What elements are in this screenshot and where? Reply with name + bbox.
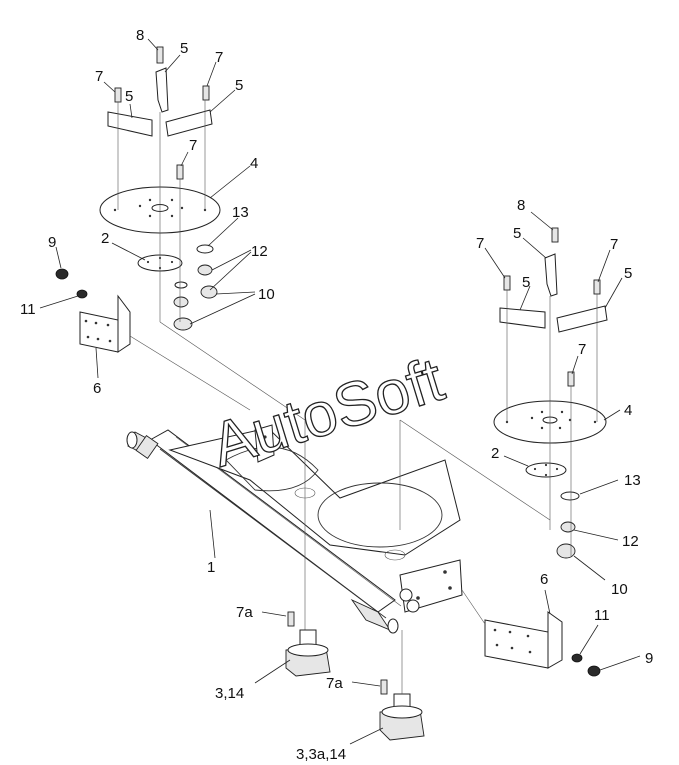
- hub-assemblies: [285, 611, 425, 741]
- callout-6-right: 6: [540, 571, 548, 588]
- callout-2-left: 2: [101, 230, 109, 247]
- callout-7-left-c: 7: [189, 137, 197, 154]
- callout-11-left: 11: [20, 301, 36, 318]
- callout-4-left: 4: [250, 155, 258, 172]
- callout-3-14: 3,14: [215, 685, 244, 702]
- callout-9-right: 9: [645, 650, 653, 667]
- callout-5-right-a: 5: [513, 225, 521, 242]
- callout-5-right-b: 5: [624, 265, 632, 282]
- callout-10-left: 10: [258, 286, 275, 303]
- leader-lines: [39, 38, 641, 745]
- callout-labels: 8 5 7 7 5 5 7 4 13 2 9 12 11 10 6 8 7 5 …: [20, 27, 653, 763]
- callout-4-right: 4: [624, 402, 632, 419]
- main-frame: [126, 424, 463, 634]
- callout-2-right: 2: [491, 445, 499, 462]
- left-disc-assembly: [55, 46, 306, 640]
- callout-5-left-c: 5: [125, 88, 133, 105]
- callout-3-3a-14: 3,3а,14: [296, 746, 346, 763]
- callout-6-left: 6: [93, 380, 101, 397]
- callout-13-right: 13: [624, 472, 641, 489]
- callout-7-right-b: 7: [610, 236, 618, 253]
- callout-7-right-c: 7: [578, 341, 586, 358]
- callout-5-right-c: 5: [522, 274, 530, 291]
- callout-12-left: 12: [251, 243, 268, 260]
- callout-11-right: 11: [594, 607, 610, 624]
- callout-7-left-b: 7: [95, 68, 103, 85]
- callout-13-left: 13: [232, 204, 249, 221]
- callout-12-right: 12: [622, 533, 639, 550]
- right-disc-assembly: [399, 227, 608, 677]
- callout-5-left-b: 5: [235, 77, 243, 94]
- callout-8-left: 8: [136, 27, 144, 44]
- callout-9-left: 9: [48, 234, 56, 251]
- callout-1: 1: [207, 559, 215, 576]
- callout-10-right: 10: [611, 581, 628, 598]
- watermark: AutoSoft: [204, 345, 452, 481]
- callout-8-right: 8: [517, 197, 525, 214]
- callout-5-left-a: 5: [180, 40, 188, 57]
- callout-7a-b: 7а: [326, 675, 343, 692]
- callout-7a-a: 7а: [236, 604, 253, 621]
- callout-7-right-a: 7: [476, 235, 484, 252]
- callout-7-left-a: 7: [215, 49, 223, 66]
